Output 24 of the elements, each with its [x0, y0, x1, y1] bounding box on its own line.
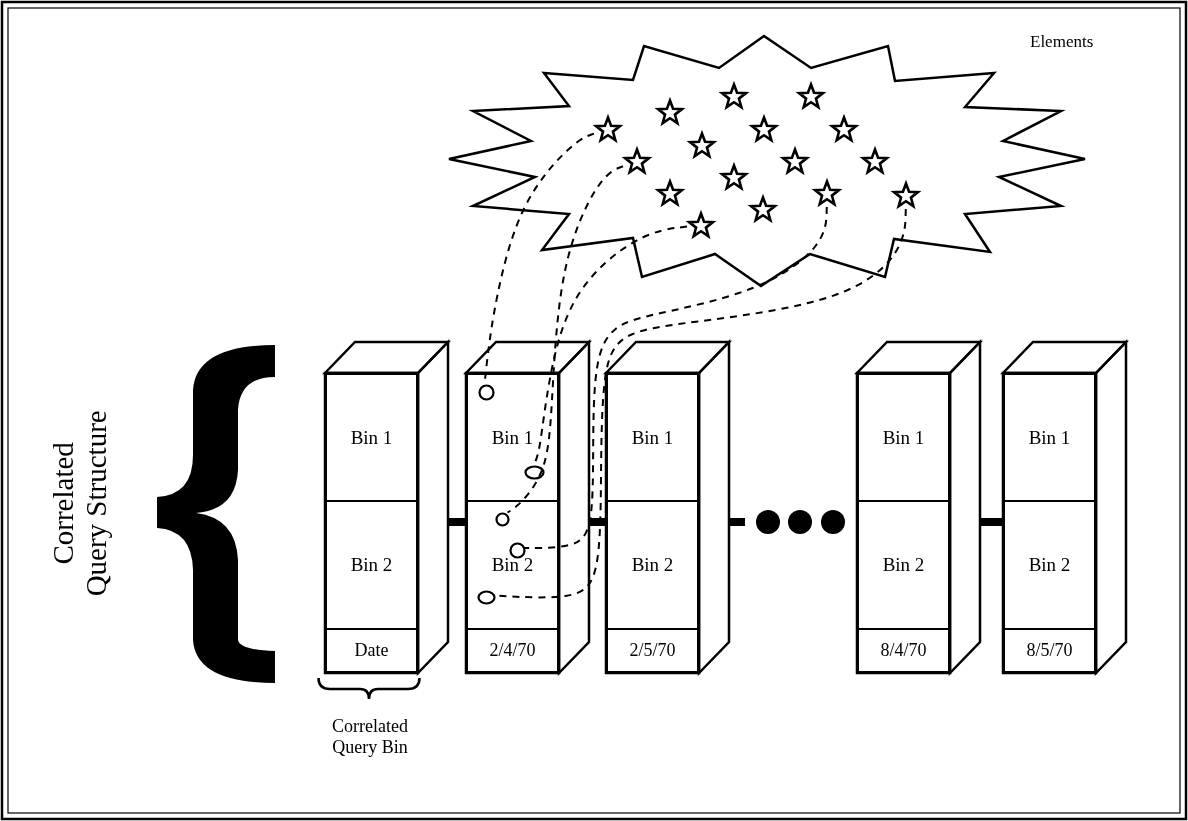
bin-compartment: Bin 1 [466, 373, 559, 502]
bin-compartment: Bin 1 [325, 373, 418, 502]
bin-compartment: Bin 1 [606, 373, 699, 502]
date-cell: 8/4/70 [857, 628, 950, 673]
connector-bar [589, 518, 606, 526]
dashed-connector [534, 225, 688, 464]
date-cell: 2/5/70 [606, 628, 699, 673]
bin-compartment: Bin 2 [1003, 500, 1096, 630]
bin-compartment: Bin 1 [857, 373, 950, 502]
cloud-label: Elements [1030, 32, 1094, 52]
connector-bar [448, 518, 466, 526]
dashed-connector [522, 206, 828, 549]
bracket-label: Correlated Query Bin [331, 716, 409, 758]
bin-compartment: Bin 1 [1003, 373, 1096, 502]
connector-bar [980, 518, 1003, 526]
date-cell: 8/5/70 [1003, 628, 1096, 673]
date-cell: Date [325, 628, 418, 673]
bin-compartment: Bin 2 [466, 500, 559, 630]
rotated-structure-label: Correlated Query Structure [46, 409, 113, 599]
bin-compartment: Bin 2 [857, 500, 950, 630]
bin-compartment: Bin 2 [606, 500, 699, 630]
date-cell: 2/4/70 [466, 628, 559, 673]
dashed-connector [506, 165, 624, 514]
bin-compartment: Bin 2 [325, 500, 418, 630]
